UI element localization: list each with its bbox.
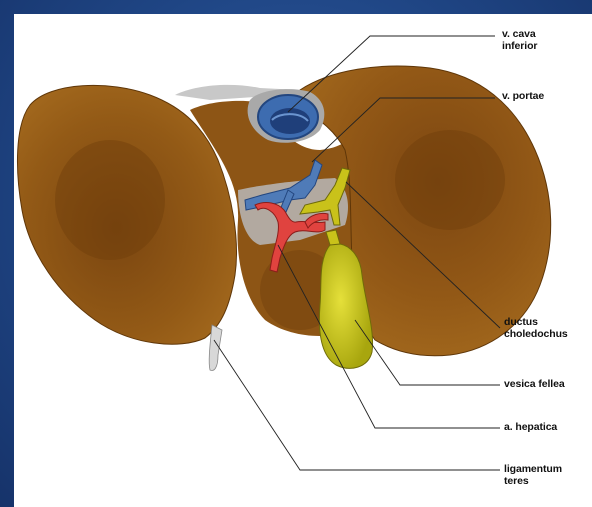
label-vesica-fellea: vesica fellea [504, 378, 565, 390]
label-a-hepatica: a. hepatica [504, 421, 557, 433]
label-vena-cava: v. cava inferior [502, 28, 537, 52]
right-lobe-shadow [395, 130, 505, 230]
label-vena-portae: v. portae [502, 90, 544, 102]
left-lobe-shadow [55, 140, 165, 260]
label-vena-cava-line1: v. cava [502, 28, 536, 40]
label-ductus-line2: choledochus [504, 328, 568, 340]
label-ductus: ductus choledochus [504, 316, 568, 340]
ligamentum-teres [209, 325, 222, 370]
vena-cava-inner [270, 108, 310, 134]
label-ligamentum: ligamentum teres [504, 463, 562, 487]
label-vena-cava-line2: inferior [502, 40, 537, 52]
label-ligamentum-line1: ligamentum [504, 463, 562, 475]
label-ligamentum-line2: teres [504, 475, 529, 487]
label-ductus-line1: ductus [504, 316, 538, 328]
